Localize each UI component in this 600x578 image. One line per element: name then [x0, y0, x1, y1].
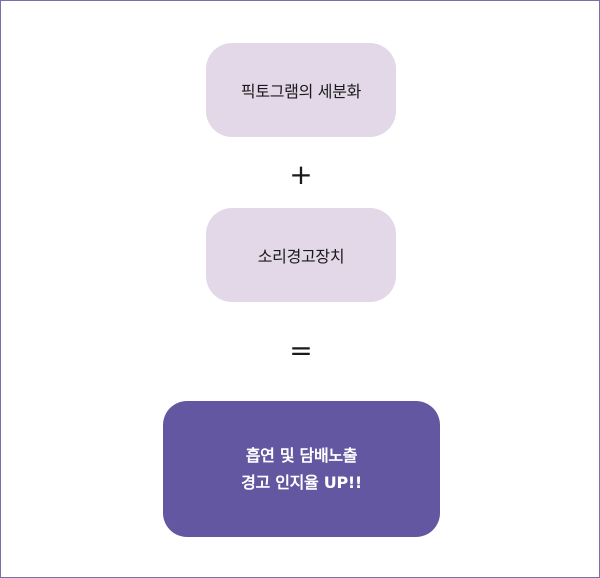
sound-warning-label: 소리경고장치	[257, 247, 345, 266]
plus-operator: +	[289, 158, 313, 191]
result-line-2: 경고 인지율 UP!!	[241, 473, 362, 492]
pictogram-box: 픽토그램의 세분화	[206, 43, 396, 137]
sound-warning-box: 소리경고장치	[206, 208, 396, 302]
result-line-1: 흡연 및 담배노출	[245, 446, 358, 465]
equals-operator: =	[289, 334, 313, 367]
result-box: 흡연 및 담배노출 경고 인지율 UP!!	[163, 401, 440, 537]
pictogram-label: 픽토그램의 세분화	[240, 82, 362, 101]
